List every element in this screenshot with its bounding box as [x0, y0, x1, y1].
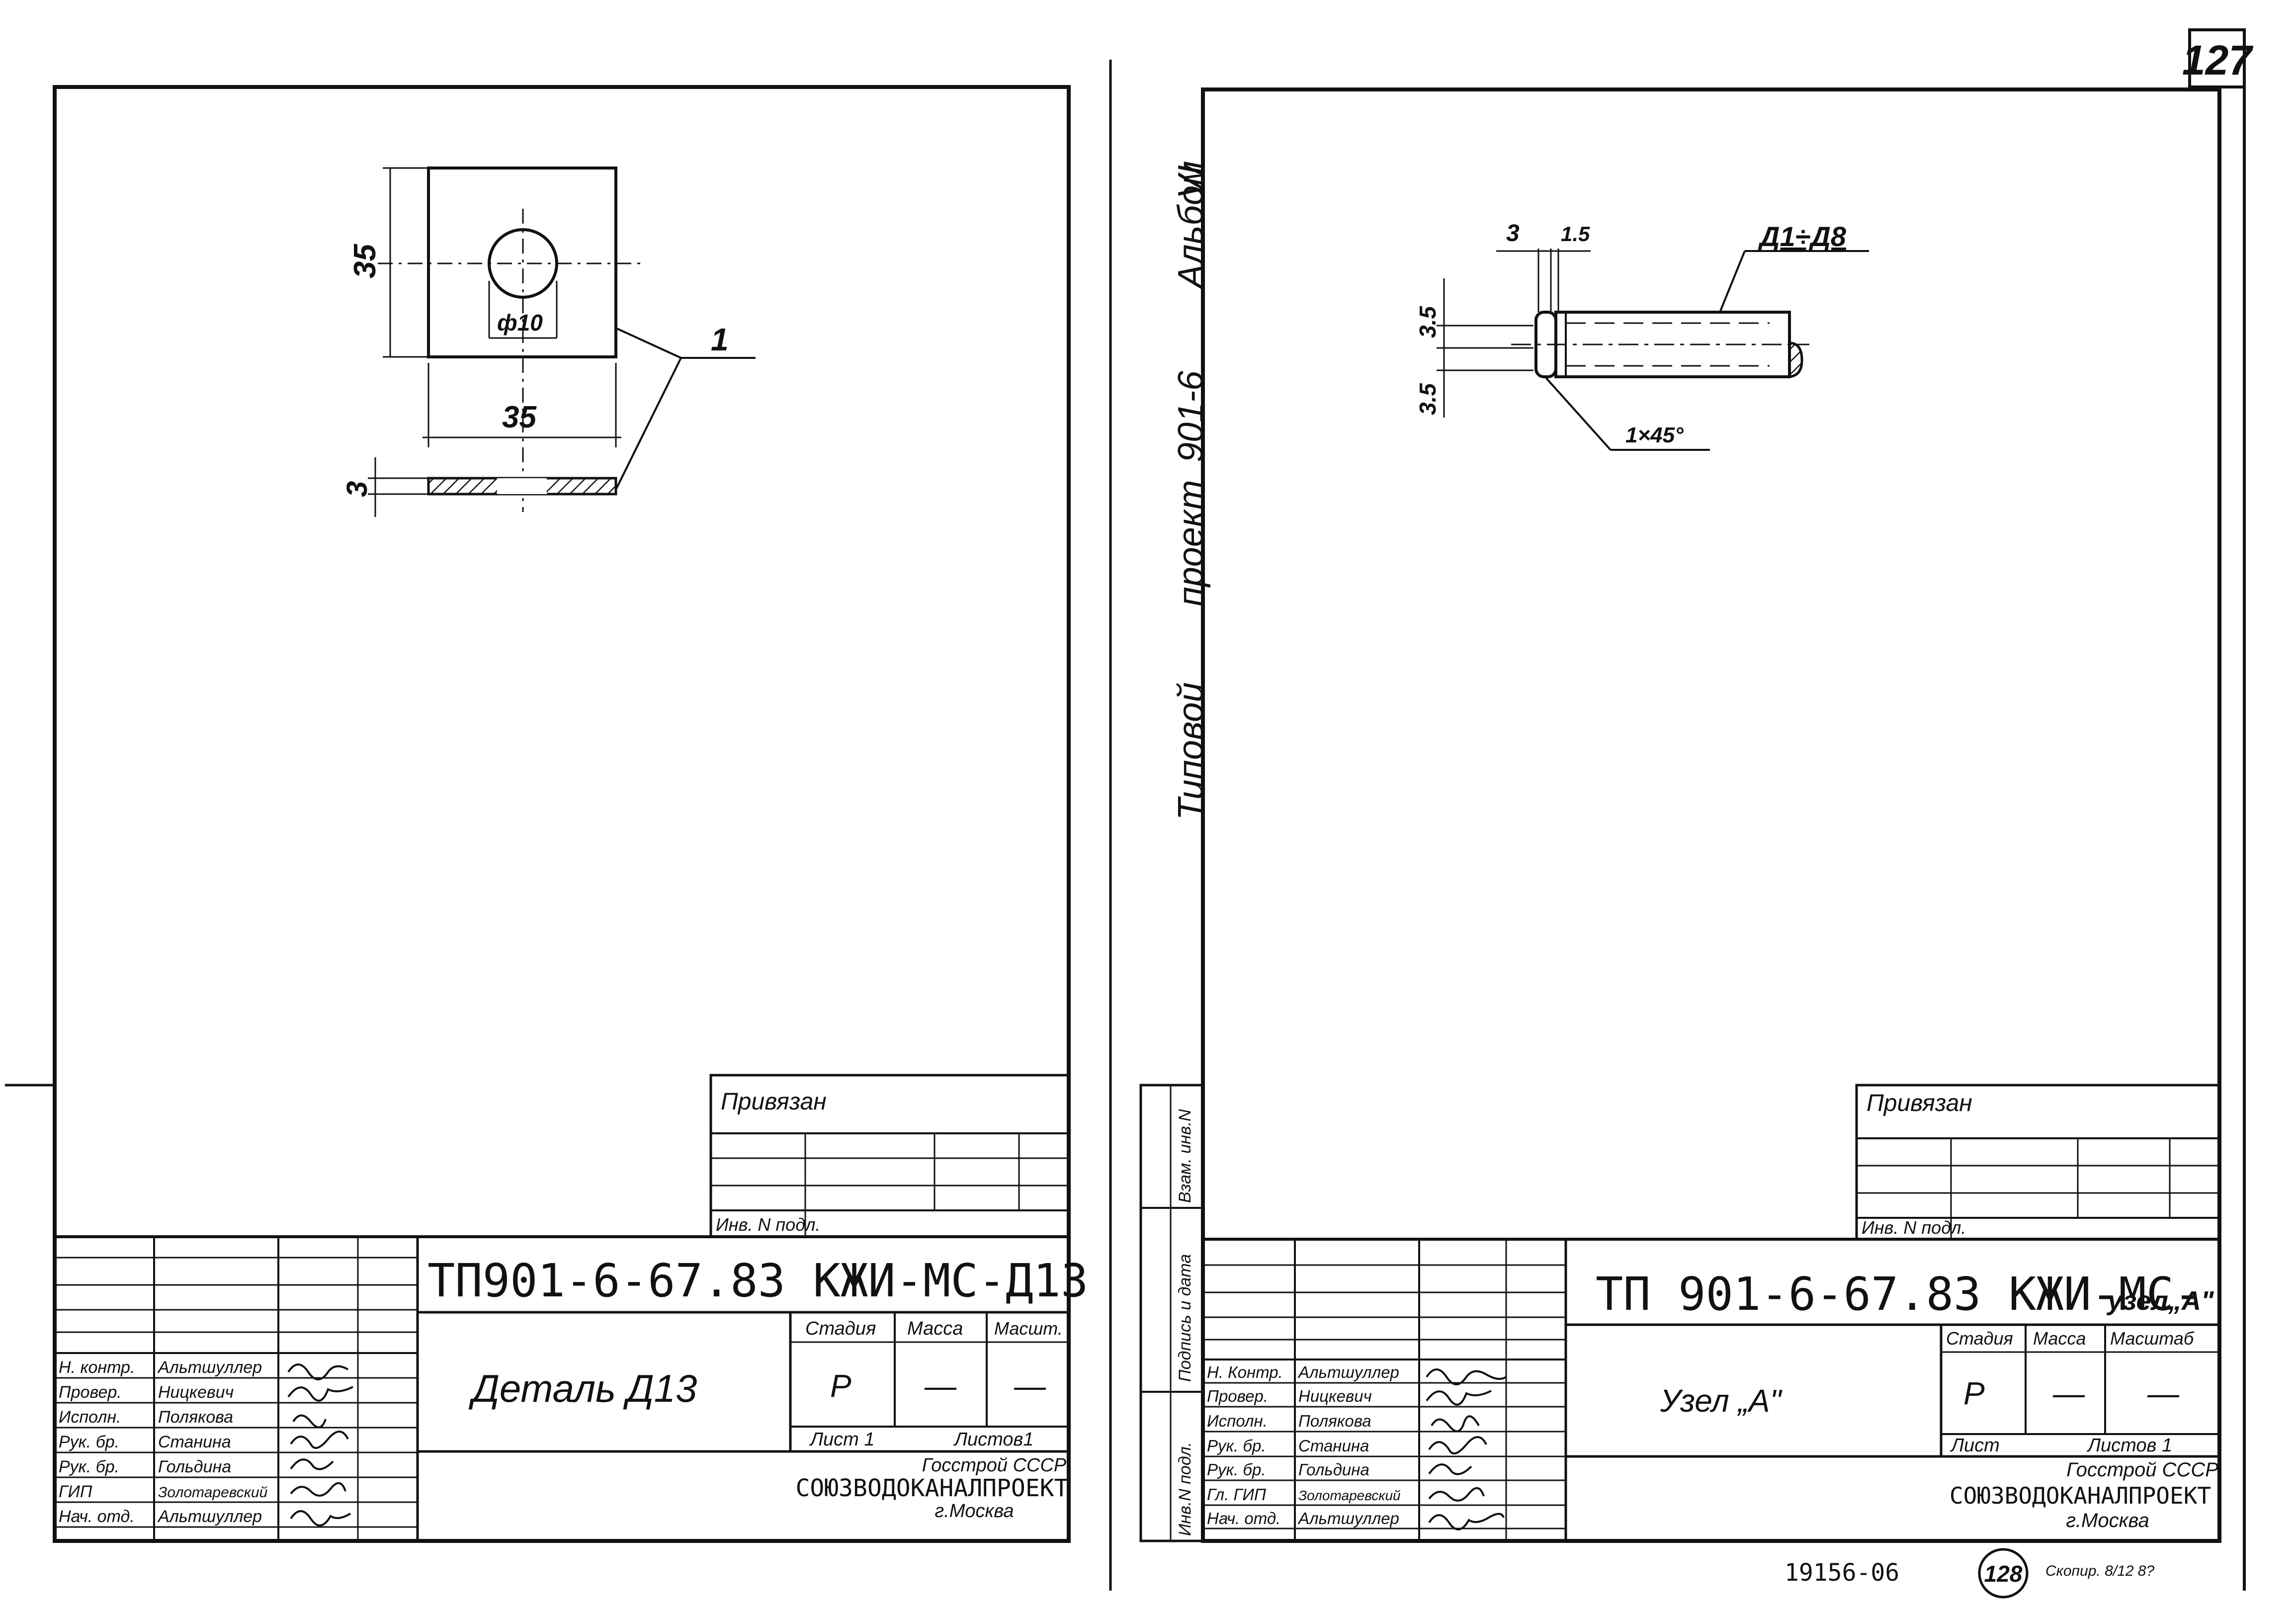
left-sig-role: Н. контр.: [59, 1358, 135, 1377]
left-org-line3: г.Москва: [935, 1501, 1014, 1522]
right-sig-name: Альтшуллер: [1297, 1363, 1399, 1381]
right-dim-35b: 3.5: [1415, 383, 1441, 415]
sheet-number-corner: 127: [2182, 28, 2253, 88]
left-sig-name: Золотаревский: [158, 1484, 268, 1501]
right-sig-name: Ницкевич: [1298, 1387, 1372, 1405]
left-dim-width: 35: [502, 400, 537, 434]
right-dim-3: 3: [1506, 220, 1520, 247]
left-sheets-label: Листов1: [953, 1429, 1034, 1450]
left-sig-name: Альтшуллер: [157, 1358, 262, 1377]
sheet-number: 127: [2182, 37, 2253, 84]
right-sheets-label: Листов 1: [2086, 1435, 2172, 1456]
left-title-block: ТП901-6-67.83 КЖИ-МС-Д13 Деталь Д13 Стад…: [53, 1235, 1088, 1542]
copied-note: Скопир. 8/12 8?: [2045, 1563, 2154, 1579]
left-scale-header: Масшт.: [994, 1318, 1063, 1339]
right-org-line1: Госстрой СССР: [2066, 1459, 2218, 1481]
left-item-name: Деталь Д13: [468, 1366, 697, 1410]
left-stage-value: Р: [830, 1368, 851, 1404]
page-number: 128: [1984, 1561, 2023, 1587]
left-mass-header: Масса: [907, 1318, 963, 1339]
left-sig-role: ГИП: [59, 1482, 92, 1501]
left-dim-thickness: 3: [341, 481, 373, 497]
left-sig-role: Нач. отд.: [59, 1507, 135, 1526]
right-sig-name: Золотаревский: [1298, 1488, 1401, 1503]
left-detail-plate: 35 ф10 35 3 1: [341, 167, 756, 517]
left-privyazan-block: Привязан Инв. N подл.: [709, 1074, 1070, 1238]
right-dim-35a: 3.5: [1415, 306, 1441, 338]
right-item-name: Узел „А": [1660, 1383, 1783, 1419]
left-scale-value: —: [1014, 1368, 1046, 1404]
right-privyazan-label: Привязан: [1867, 1090, 1972, 1116]
right-chamfer: 1×45°: [1625, 423, 1684, 447]
left-sig-name: Гольдина: [158, 1457, 231, 1476]
right-sig-name: Гольдина: [1298, 1460, 1369, 1479]
right-side-stamp: Взам. инв.N Подпись и дата Инв.N подл.: [1139, 1084, 1204, 1542]
right-privyazan-block: Привязан Инв. N подл.: [1855, 1084, 2221, 1241]
left-signature-list: Н. контр. Альтшуллер Провер. Ницкевич Ис…: [59, 1358, 268, 1526]
right-dim-15: 1.5: [1561, 222, 1590, 246]
right-sig-role: Рук. бр.: [1207, 1460, 1266, 1479]
left-handwritten-signatures: [287, 1363, 353, 1527]
left-dim-hole: ф10: [497, 310, 543, 336]
right-sig-name: Полякова: [1298, 1412, 1371, 1430]
left-sig-role: Исполн.: [59, 1408, 121, 1427]
right-sig-role: Н. Контр.: [1207, 1363, 1283, 1381]
right-mass-header: Масса: [2033, 1328, 2086, 1349]
right-sig-name: Станина: [1298, 1437, 1369, 1455]
left-dim-height: 35: [348, 244, 382, 278]
right-signature-list: Н. Контр. Альтшуллер Провер. Ницкевич Ис…: [1207, 1363, 1401, 1528]
right-sheet: Взам. инв.N Подпись и дата Инв.N подл. 3…: [1139, 87, 2246, 1591]
right-org-line2: СОЮЗВОДОКАНАЛПРОЕКТ: [1950, 1482, 2211, 1509]
right-sig-role: Нач. отд.: [1207, 1509, 1280, 1528]
footer: 19156-06 128 Скопир. 8/12 8?: [1785, 1548, 2154, 1599]
left-sig-name: Станина: [158, 1433, 231, 1451]
left-stage-header: Стадия: [805, 1318, 876, 1339]
right-stage-value: Р: [1963, 1375, 1985, 1411]
right-sheet-label: Лист: [1950, 1435, 2000, 1456]
right-handwritten-signatures: [1426, 1368, 1507, 1530]
right-detail-pin: 3 1.5 Д1÷Д8 3.5 3.5 1×45°: [1415, 220, 1869, 451]
right-org-line3: г.Москва: [2066, 1510, 2149, 1531]
left-doc-code: ТП901-6-67.83 КЖИ-МС-Д13: [427, 1254, 1088, 1307]
left-sig-role: Рук. бр.: [59, 1433, 119, 1451]
right-doc-code-suffix: узел„А": [2106, 1286, 2214, 1316]
left-mass-value: —: [924, 1368, 957, 1404]
left-sig-role: Рук. бр.: [59, 1457, 119, 1476]
right-sig-role: Провер.: [1207, 1387, 1268, 1405]
left-org-line1: Госстрой СССР: [922, 1455, 1067, 1476]
stamp-label-podpis: Подпись и дата: [1176, 1254, 1194, 1382]
right-sig-role: Рук. бр.: [1207, 1437, 1266, 1455]
right-sig-name: Альтшуллер: [1297, 1509, 1399, 1528]
right-sheet-border: [1201, 87, 2221, 1543]
left-sig-name: Ницкевич: [158, 1383, 234, 1402]
right-title-block: ТП 901-6-67.83 КЖИ-МС- узел„А" Узел „А" …: [1201, 1238, 2221, 1542]
right-sig-role: Гл. ГИП: [1207, 1485, 1266, 1504]
right-sig-role: Исполн.: [1207, 1412, 1268, 1430]
right-label-range: Д1÷Д8: [1758, 221, 1847, 252]
left-sig-role: Провер.: [59, 1383, 122, 1402]
right-scale-value: —: [2147, 1375, 2180, 1411]
right-mass-value: —: [2052, 1375, 2085, 1411]
left-sig-name: Полякова: [158, 1408, 233, 1427]
left-sig-name: Альтшуллер: [157, 1507, 262, 1526]
right-doc-code: ТП 901-6-67.83 КЖИ-МС-: [1596, 1268, 2202, 1321]
left-sheet-label: Лист 1: [809, 1429, 875, 1450]
page-number-circle: [1978, 1548, 2029, 1599]
stamp-label-inv: Инв.N подл.: [1176, 1442, 1194, 1536]
left-privyazan-label: Привязан: [721, 1089, 827, 1115]
right-stage-header: Стадия: [1946, 1328, 2013, 1349]
left-inv-podl-label: Инв. N подл.: [716, 1214, 820, 1235]
left-sheet: 35 ф10 35 3 1: [5, 85, 1088, 1543]
left-org-line2: СОЮЗВОДОКАНАЛПРОЕКТ: [795, 1474, 1068, 1502]
right-scale-header: Масштаб: [2110, 1328, 2195, 1349]
stamp-label-vzam: Взам. инв.N: [1176, 1109, 1194, 1203]
left-callout: 1: [711, 322, 729, 357]
right-inv-podl-label: Инв. N подл.: [1862, 1217, 1966, 1238]
archive-number: 19156-06: [1785, 1559, 1899, 1587]
